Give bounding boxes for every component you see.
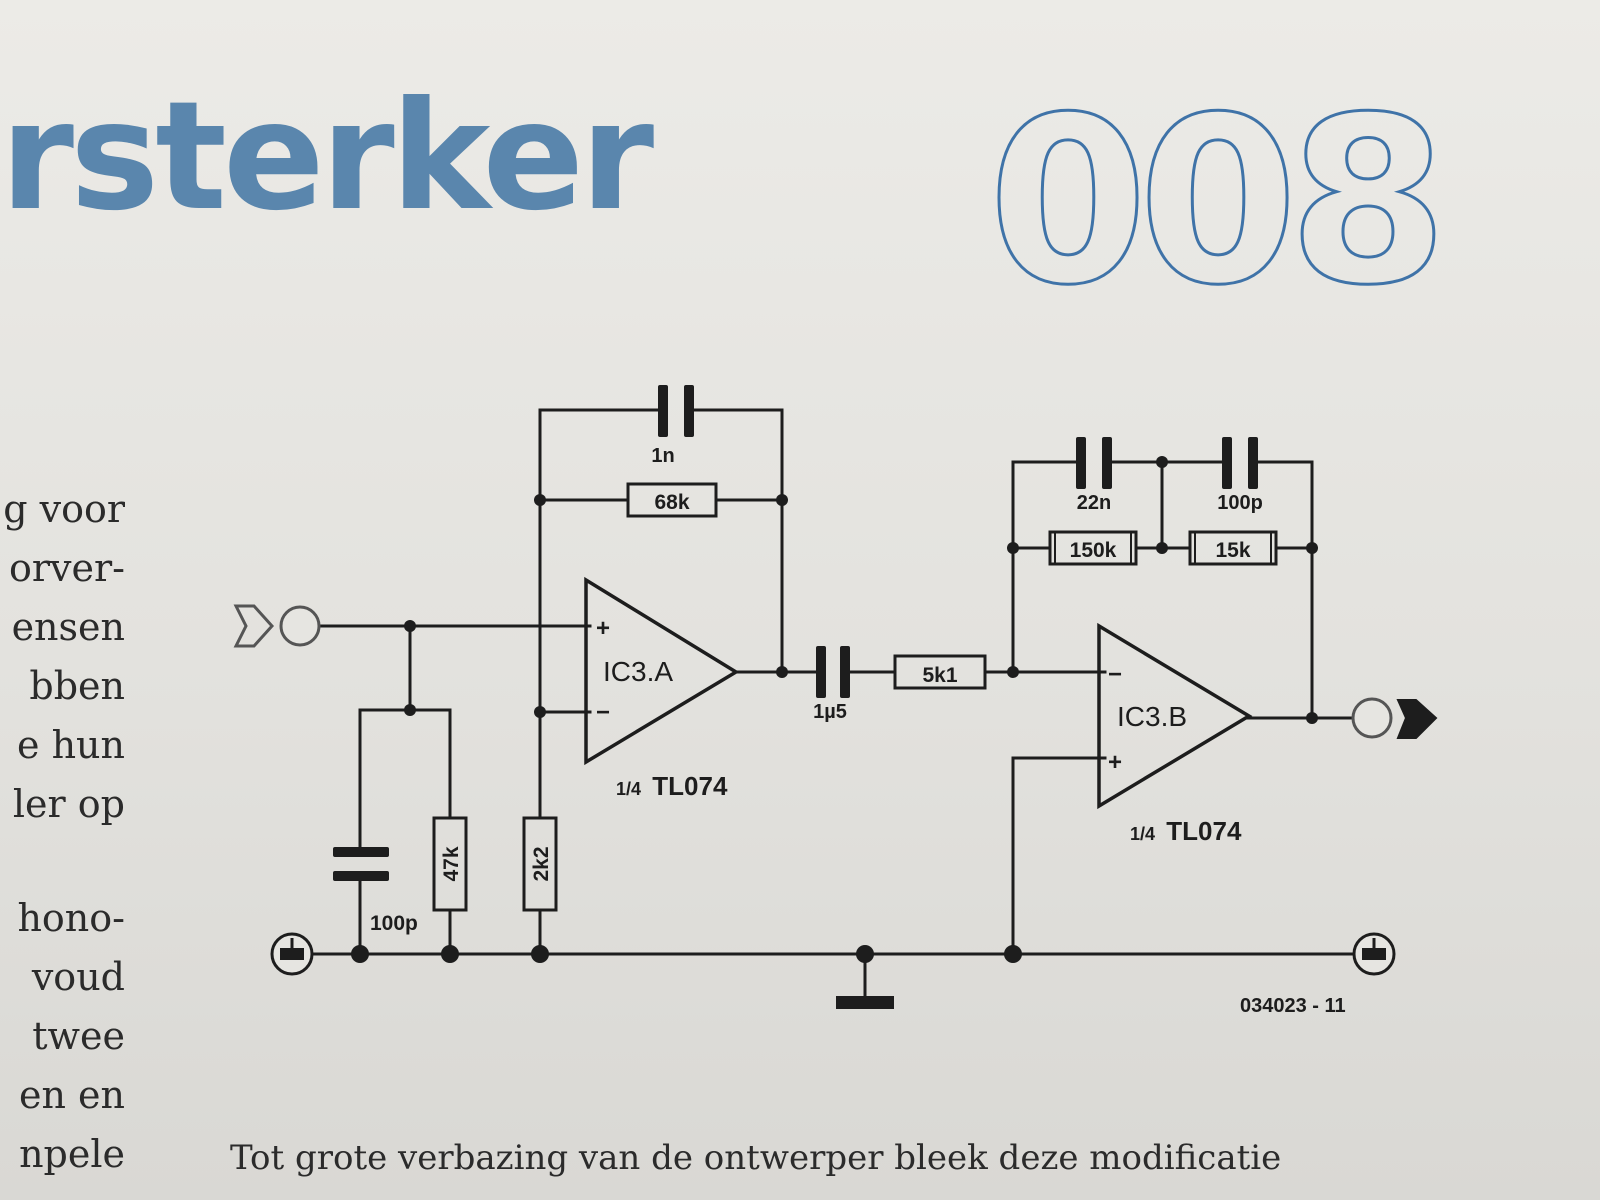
label-100p-in: 100p [370, 912, 418, 935]
label-100p-fb: 100p [1217, 492, 1263, 514]
text-line: orver- [8, 546, 125, 590]
text-line: hono- [17, 896, 125, 940]
capacitor-100p-fb [1222, 437, 1232, 489]
output-terminal [1351, 697, 1393, 739]
text-line: e hun [17, 723, 125, 767]
label-opamp-a-part: TL074 [652, 771, 728, 801]
article-title: rsterker [0, 70, 654, 244]
junction-dot [404, 704, 416, 716]
junction-dot [776, 494, 788, 506]
junction-dot [1306, 542, 1318, 554]
resistor-2k2 [522, 816, 558, 912]
junction-dot [1007, 542, 1019, 554]
capacitor-1u5 [840, 646, 850, 698]
earth-symbol [836, 996, 894, 1009]
label-opamp-b-type: 1/4 TL074 [1130, 816, 1242, 846]
resistor-68k [626, 482, 718, 518]
text-line: g voor [3, 487, 125, 531]
text-line: voud [31, 955, 125, 999]
junction-dot [531, 945, 549, 963]
text-line: bben [29, 664, 125, 708]
resistor-5k1 [893, 654, 987, 690]
label-opamp-a-fraction: 1/4 [616, 779, 641, 799]
label-5k1: 5k1 [922, 664, 957, 687]
figure-id: 034023 - 11 [1240, 995, 1346, 1017]
label-150k: 150k [1070, 539, 1117, 562]
capacitor-100p-in [333, 871, 389, 881]
label-opamp-b-plus: + [1108, 749, 1122, 776]
capacitor-1n [658, 385, 668, 437]
label-22n: 22n [1077, 492, 1111, 514]
label-opamp-b-fraction: 1/4 [1130, 824, 1155, 844]
junction-dot [441, 945, 459, 963]
text-line: npele [19, 1132, 125, 1176]
label-15k: 15k [1215, 539, 1250, 562]
junction-dot [856, 945, 874, 963]
text-line: ler op [12, 782, 125, 826]
junction-dot [534, 706, 546, 718]
opamp-b-symbol [1097, 622, 1253, 810]
opamp-a-symbol [584, 576, 740, 766]
left-text-column: g voor orver- ensen bben e hun ler op ho… [0, 480, 125, 1184]
label-opamp-a-plus: + [596, 615, 610, 642]
text-line: en en [18, 1073, 125, 1117]
resistor-150k [1048, 530, 1138, 566]
junction-dot [1007, 666, 1019, 678]
resistor-47k [432, 816, 468, 912]
capacitor-22n [1102, 437, 1112, 489]
label-1n: 1n [651, 445, 674, 467]
junction-dot [1306, 712, 1318, 724]
label-opamp-b-part: TL074 [1166, 816, 1242, 846]
junction-dot [404, 620, 416, 632]
junction-dot [1156, 542, 1168, 554]
capacitor-1n [684, 385, 694, 437]
label-opamp-a: IC3.A [603, 656, 673, 687]
label-68k: 68k [654, 491, 689, 514]
junction-dot [776, 666, 788, 678]
capacitor-1u5 [816, 646, 826, 698]
resistor-15k [1188, 530, 1278, 566]
text-line: twee [32, 1014, 125, 1058]
junction-dot [1156, 456, 1168, 468]
label-1u5: 1µ5 [813, 701, 847, 723]
capacitor-100p-fb [1248, 437, 1258, 489]
label-opamp-a-type: 1/4 TL074 [616, 771, 728, 801]
capacitor-100p-in [333, 847, 389, 857]
label-opamp-b-minus: − [1108, 661, 1122, 688]
label-2k2: 2k2 [530, 846, 553, 881]
junction-dots [351, 456, 1318, 963]
junction-dot [1004, 945, 1022, 963]
text-line: ensen [11, 605, 125, 649]
label-47k: 47k [440, 846, 463, 881]
body-text-line: Tot grote verbazing van de ontwerper ble… [230, 1138, 1282, 1178]
output-arrow-icon [1396, 699, 1438, 739]
input-terminal [279, 605, 321, 647]
junction-dot [534, 494, 546, 506]
junction-dot [351, 945, 369, 963]
input-arrow-icon [233, 604, 275, 648]
article-number: 008 [986, 69, 1449, 336]
capacitor-22n [1076, 437, 1086, 489]
label-opamp-a-minus: − [596, 699, 610, 726]
label-opamp-b: IC3.B [1117, 701, 1187, 732]
